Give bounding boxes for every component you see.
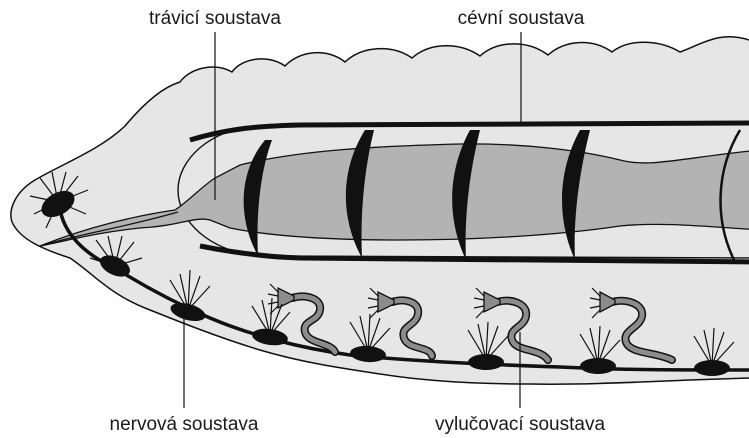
- label-nervous-system: nervová soustava: [110, 414, 259, 435]
- label-excretory-system: vylučovací soustava: [435, 414, 605, 435]
- ganglion-5: [468, 354, 504, 370]
- label-digestive-system: trávicí soustava: [149, 8, 281, 29]
- ganglion-6: [580, 358, 616, 374]
- label-circulatory-system: cévní soustava: [458, 8, 585, 29]
- ganglion-7: [694, 360, 730, 376]
